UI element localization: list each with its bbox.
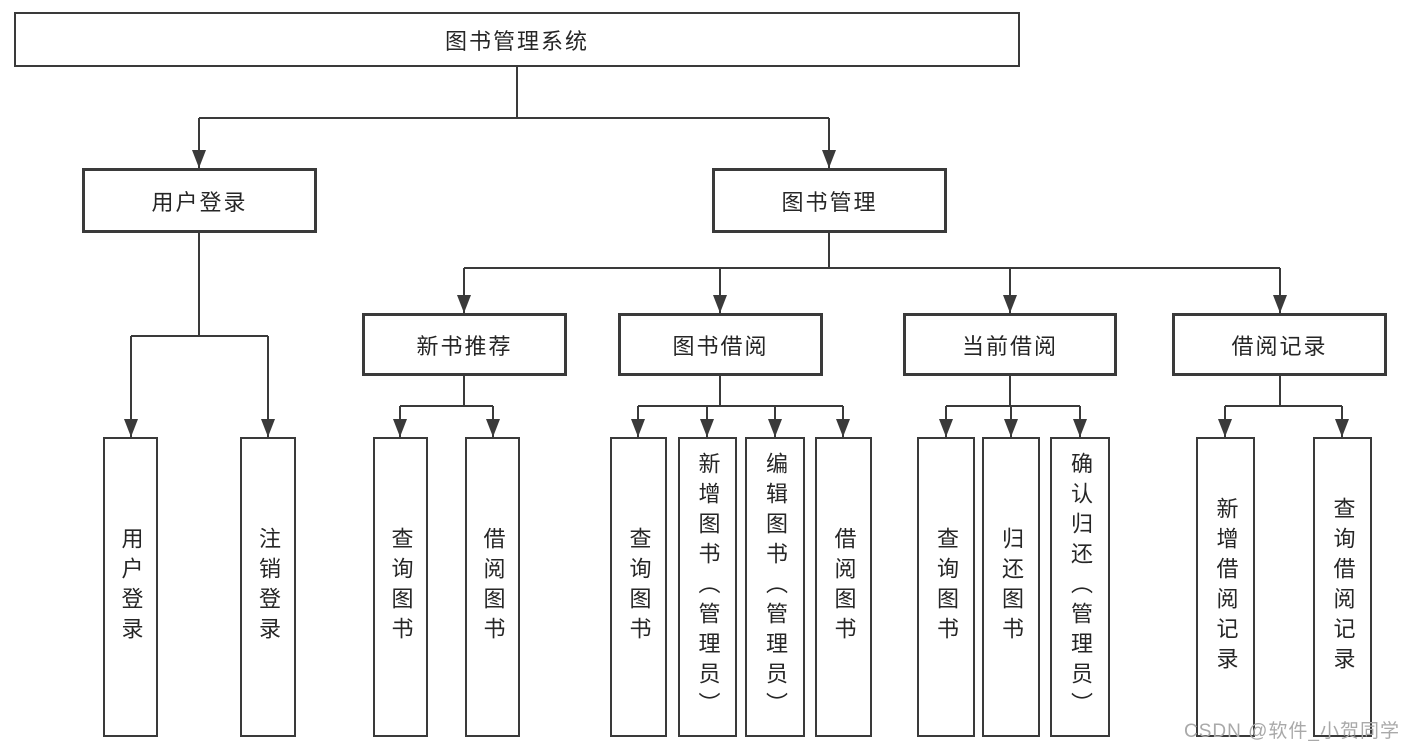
connector-root-to-level2 [198, 67, 830, 168]
node-book-borrowing: 图书借阅 [618, 313, 823, 376]
leaf-label: 查询借阅记录 [1330, 497, 1356, 677]
node-library-management-system: 图书管理系统 [14, 12, 1020, 67]
leaf-label: 借阅图书 [831, 527, 857, 647]
arrow-down-icon [1004, 419, 1018, 437]
leaf-label: 注销登录 [256, 527, 281, 647]
node-label: 图书管理系统 [444, 28, 589, 54]
arrowheads [124, 150, 1349, 437]
arrow-down-icon [700, 419, 714, 437]
leaf-label: 查询图书 [934, 527, 959, 647]
connector-borrow-records-to-leaves [1224, 376, 1343, 437]
leaf-borrowing-add-books-admin: 新增图书（管理员） [678, 437, 737, 737]
leaf-current-return-books: 归还图书 [982, 437, 1040, 737]
node-borrowing-records: 借阅记录 [1172, 313, 1387, 376]
node-label: 图书管理 [781, 189, 878, 215]
connector-new-book-to-leaves [399, 376, 494, 437]
leaf-current-query-books: 查询图书 [917, 437, 975, 737]
leaf-logout: 注销登录 [240, 437, 296, 737]
leaf-label: 借阅图书 [480, 527, 506, 647]
arrow-down-icon [192, 150, 206, 168]
arrow-down-icon [1273, 295, 1287, 313]
arrow-down-icon [1073, 419, 1087, 437]
leaf-borrowing-edit-books-admin: 编辑图书（管理员） [745, 437, 805, 737]
leaf-label: 查询图书 [388, 527, 414, 647]
leaf-records-query-borrow-record: 查询借阅记录 [1313, 437, 1372, 737]
arrow-down-icon [631, 419, 645, 437]
arrow-down-icon [393, 419, 407, 437]
csdn-watermark: CSDN @软件_小贺同学 [1184, 721, 1400, 742]
leaf-borrowing-borrow-books: 借阅图书 [815, 437, 872, 737]
leaf-newbook-borrow-books: 借阅图书 [465, 437, 520, 737]
leaf-label: 查询图书 [626, 527, 652, 647]
leaf-newbook-query-books: 查询图书 [373, 437, 428, 737]
arrow-down-icon [457, 295, 471, 313]
leaf-label: 新增图书（管理员） [695, 452, 721, 722]
node-book-management: 图书管理 [712, 168, 947, 233]
leaf-borrowing-query-books: 查询图书 [610, 437, 667, 737]
arrow-down-icon [939, 419, 953, 437]
leaf-label: 编辑图书（管理员） [763, 452, 788, 722]
leaf-label: 归还图书 [999, 527, 1024, 647]
arrow-down-icon [822, 150, 836, 168]
arrow-down-icon [124, 419, 138, 437]
arrow-down-icon [836, 419, 850, 437]
leaf-current-confirm-return-admin: 确认归还（管理员） [1050, 437, 1110, 737]
arrow-down-icon [261, 419, 275, 437]
arrow-down-icon [713, 295, 727, 313]
arrow-down-icon [1003, 295, 1017, 313]
connector-user-login-to-leaves [130, 233, 269, 437]
arrow-down-icon [1218, 419, 1232, 437]
node-current-borrowing: 当前借阅 [903, 313, 1117, 376]
leaf-label: 确认归还（管理员） [1068, 452, 1093, 722]
arrow-down-icon [768, 419, 782, 437]
connector-book-borrow-to-leaves [637, 376, 844, 437]
leaf-label: 用户登录 [118, 527, 144, 647]
node-new-book-recommendation: 新书推荐 [362, 313, 567, 376]
node-label: 当前借阅 [961, 333, 1058, 359]
arrow-down-icon [486, 419, 500, 437]
node-user-login: 用户登录 [82, 168, 317, 233]
arrow-down-icon [1335, 419, 1349, 437]
leaf-records-add-borrow-record: 新增借阅记录 [1196, 437, 1255, 737]
leaf-user-login: 用户登录 [103, 437, 158, 737]
connector-book-management-to-level3 [463, 233, 1281, 313]
node-label: 图书借阅 [672, 333, 769, 359]
node-label: 用户登录 [151, 189, 248, 215]
leaf-label: 新增借阅记录 [1213, 497, 1239, 677]
node-label: 借阅记录 [1231, 333, 1328, 359]
node-label: 新书推荐 [416, 333, 513, 359]
